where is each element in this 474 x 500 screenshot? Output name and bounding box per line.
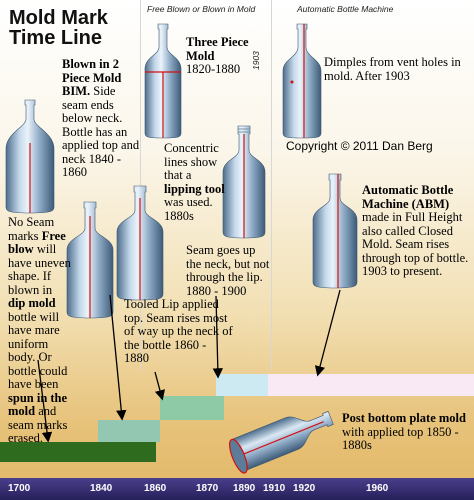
year-1840: 1840 [90, 483, 113, 494]
step-seam-up-neck [216, 374, 268, 396]
arrow-abm [314, 289, 341, 377]
step-abm [268, 374, 474, 396]
step-free-blow [0, 442, 156, 462]
page-title: Mold Mark Time Line [9, 8, 108, 49]
title-line-1: Mold Mark [9, 7, 108, 29]
bottle-abm-dimples [282, 23, 322, 139]
bottle-lipping-tool [222, 125, 266, 239]
bottle-abm-full-height [312, 173, 358, 289]
copyright-text: Copyright © 2011 Dan Berg [286, 139, 433, 153]
note-lipping-tool: Concentric lines show that a lipping too… [164, 141, 225, 223]
arrow-free-blow [37, 359, 53, 443]
bottle-tooled-lip [116, 185, 164, 301]
column-divider-left [140, 0, 141, 370]
note-abm: Automatic Bottle Machine (ABM) made in F… [362, 183, 469, 278]
timeline-bar [0, 478, 474, 500]
title-line-2: Time Line [9, 27, 102, 50]
step-tooled-lip [160, 396, 224, 420]
year-1960: 1960 [366, 483, 389, 494]
note-no-seam-marks: No Seam marks Free blow will have uneven… [8, 215, 71, 458]
step-blown-in-mold [98, 420, 160, 442]
column-divider-right [271, 0, 272, 370]
bottle-blown-in-mold [5, 99, 55, 214]
arrow-seam-up-neck [212, 295, 224, 379]
note-tooled-lip: Tooled Lip applied top. Seam rises most … [124, 297, 233, 365]
note-seam-goes-up-neck: Seam goes up the neck, but not through t… [186, 243, 270, 298]
arrow-tooled-lip [154, 371, 165, 401]
bottle-seam-up-neck [66, 201, 114, 319]
header-automatic-machine: Automatic Bottle Machine [297, 4, 394, 14]
bottle-three-piece-mold [144, 23, 182, 139]
header-free-blown: Free Blown or Blown in Mold [147, 4, 256, 14]
note-blown-in-mold: Blown in 2 Piece Mold BIM. Side seam end… [62, 57, 140, 179]
note-post-bottom-plate: Post bottom plate mold with applied top … [342, 411, 466, 452]
year-1910: 1910 [263, 483, 286, 494]
year-1870: 1870 [196, 483, 219, 494]
year-1700: 1700 [8, 483, 31, 494]
year-1920: 1920 [293, 483, 316, 494]
arrow-blown-in-mold [109, 294, 127, 421]
year-1860: 1860 [144, 483, 167, 494]
bottle-post-bottom-plate [229, 410, 334, 474]
note-dimples: Dimples from vent holes in mold. After 1… [324, 55, 461, 83]
year-1890: 1890 [233, 483, 256, 494]
